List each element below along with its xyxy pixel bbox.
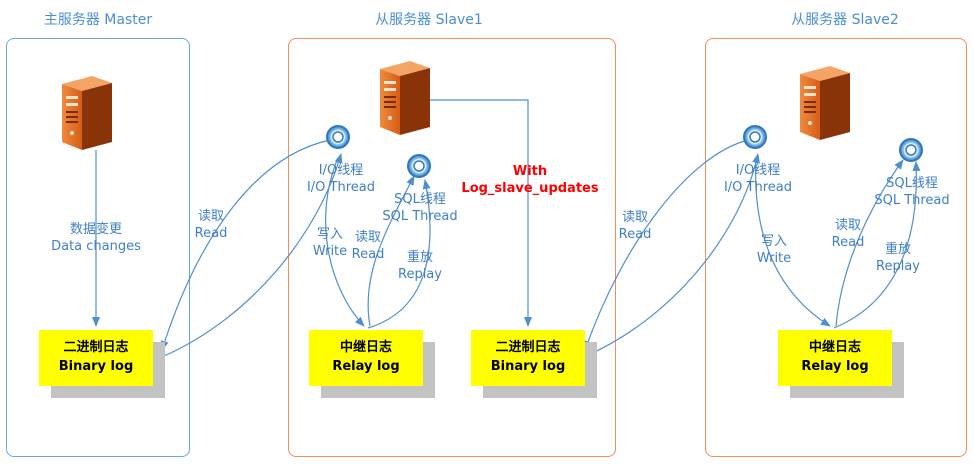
server-tower-icon [380,61,430,135]
master-panel-title: 主服务器 Master [43,12,153,28]
data-changes-label: 数据变更 Data changes [40,222,152,256]
slave1-write-arrow [325,157,365,327]
slave1-read2-en: Read [351,246,385,262]
slave1-sql-en: SQL Thread [382,208,458,224]
data-changes-en: Data changes [51,238,141,254]
slave2-write-arrow [755,157,831,327]
slave1-read-en: Read [194,225,228,241]
server-tower-icon [62,76,112,150]
slave1-read2-cn: 读取 [354,230,381,245]
slave1-io-thread-label: I/O线程 I/O Thread [296,163,386,197]
log-slave-updates-line1: With [512,164,548,179]
slave2-sql-read-arrow [835,159,904,327]
slave2-replay-cn: 重放 [884,242,911,257]
slave2-read-cn: 读取 [621,210,648,225]
slave2-relay-log-cn: 中继日志 [808,340,861,356]
slave2-write-label: 写入 Write [748,234,800,268]
slave1-sql-read-arrow [367,175,415,327]
slave2-replay-label: 重放 Replay [872,242,924,276]
thread-ring-icon [407,154,431,178]
slave2-io-read-return [585,153,760,357]
master-binary-log-cn: 二进制日志 [63,340,129,356]
slave1-io-read-return [163,153,343,357]
slave1-binary-log-cn: 二进制日志 [495,340,561,356]
slave1-relay-log-en: Relay log [332,359,400,374]
slave2-read-label: 读取 Read [610,210,660,244]
slave1-write-cn: 写入 [316,227,343,242]
slave1-binary-log: 二进制日志 Binary log [471,330,585,386]
slave2-io-thread-label: I/O线程 I/O Thread [713,163,803,197]
slave1-relay-log-cn: 中继日志 [339,340,392,356]
slave1-io-read-arrow [160,139,331,351]
slave2-read2-cn: 读取 [834,218,861,233]
slave2-sql-cn: SQL线程 [886,176,938,191]
slave2-panel [705,38,967,457]
slave2-io-en: I/O Thread [723,179,793,195]
slave2-panel-title: 从服务器 Slave2 [791,12,899,28]
slave1-replay-en: Replay [398,266,442,282]
slave2-write-cn: 写入 [760,234,787,249]
slave1-io-cn: I/O线程 [318,163,364,178]
thread-ring-icon [899,138,923,162]
slave1-read-label: 读取 Read [186,209,236,243]
slave2-relay-log-en: Relay log [801,359,869,374]
slave1-relay-log: 中继日志 Relay log [309,330,423,386]
slave1-binlog-arrow [412,99,532,327]
log-slave-updates-label: With Log_slave_updates [460,164,600,198]
slave1-panel-title: 从服务器 Slave1 [375,12,483,28]
slave2-read2-label: 读取 Read [824,218,872,252]
slave1-io-en: I/O Thread [306,179,376,195]
slave1-replay-arrow [367,179,431,329]
slave2-io-read-arrow [584,139,749,351]
slave2-read-en: Read [618,226,652,242]
slave1-read2-label: 读取 Read [344,230,392,264]
master-binary-log-en: Binary log [58,359,134,374]
slave1-write-label: 写入 Write [304,227,356,261]
slave1-replay-label: 重放 Replay [394,250,446,284]
slave1-binary-log-en: Binary log [490,359,566,374]
slave2-write-en: Write [756,250,792,266]
log-slave-updates-line2: Log_slave_updates [461,180,599,196]
slave1-replay-cn: 重放 [406,250,433,265]
slave1-write-en: Write [312,243,348,259]
slave1-sql-thread-label: SQL线程 SQL Thread [372,192,468,226]
slave1-read-cn: 读取 [197,209,224,224]
thread-ring-icon [326,125,350,149]
slave2-io-cn: I/O线程 [735,163,781,178]
slave2-replay-arrow [833,161,921,329]
slave2-relay-log: 中继日志 Relay log [778,330,892,386]
slave1-sql-cn: SQL线程 [394,192,446,207]
master-panel [6,38,190,457]
server-tower-icon [800,66,850,140]
slave2-read2-en: Read [831,234,865,250]
slave2-sql-en: SQL Thread [874,192,950,208]
master-binary-log: 二进制日志 Binary log [39,330,153,386]
slave2-sql-thread-label: SQL线程 SQL Thread [864,176,960,210]
slave2-replay-en: Replay [876,258,920,274]
slave1-panel [288,38,616,457]
data-changes-cn: 数据变更 [69,222,122,237]
thread-ring-icon [743,125,767,149]
